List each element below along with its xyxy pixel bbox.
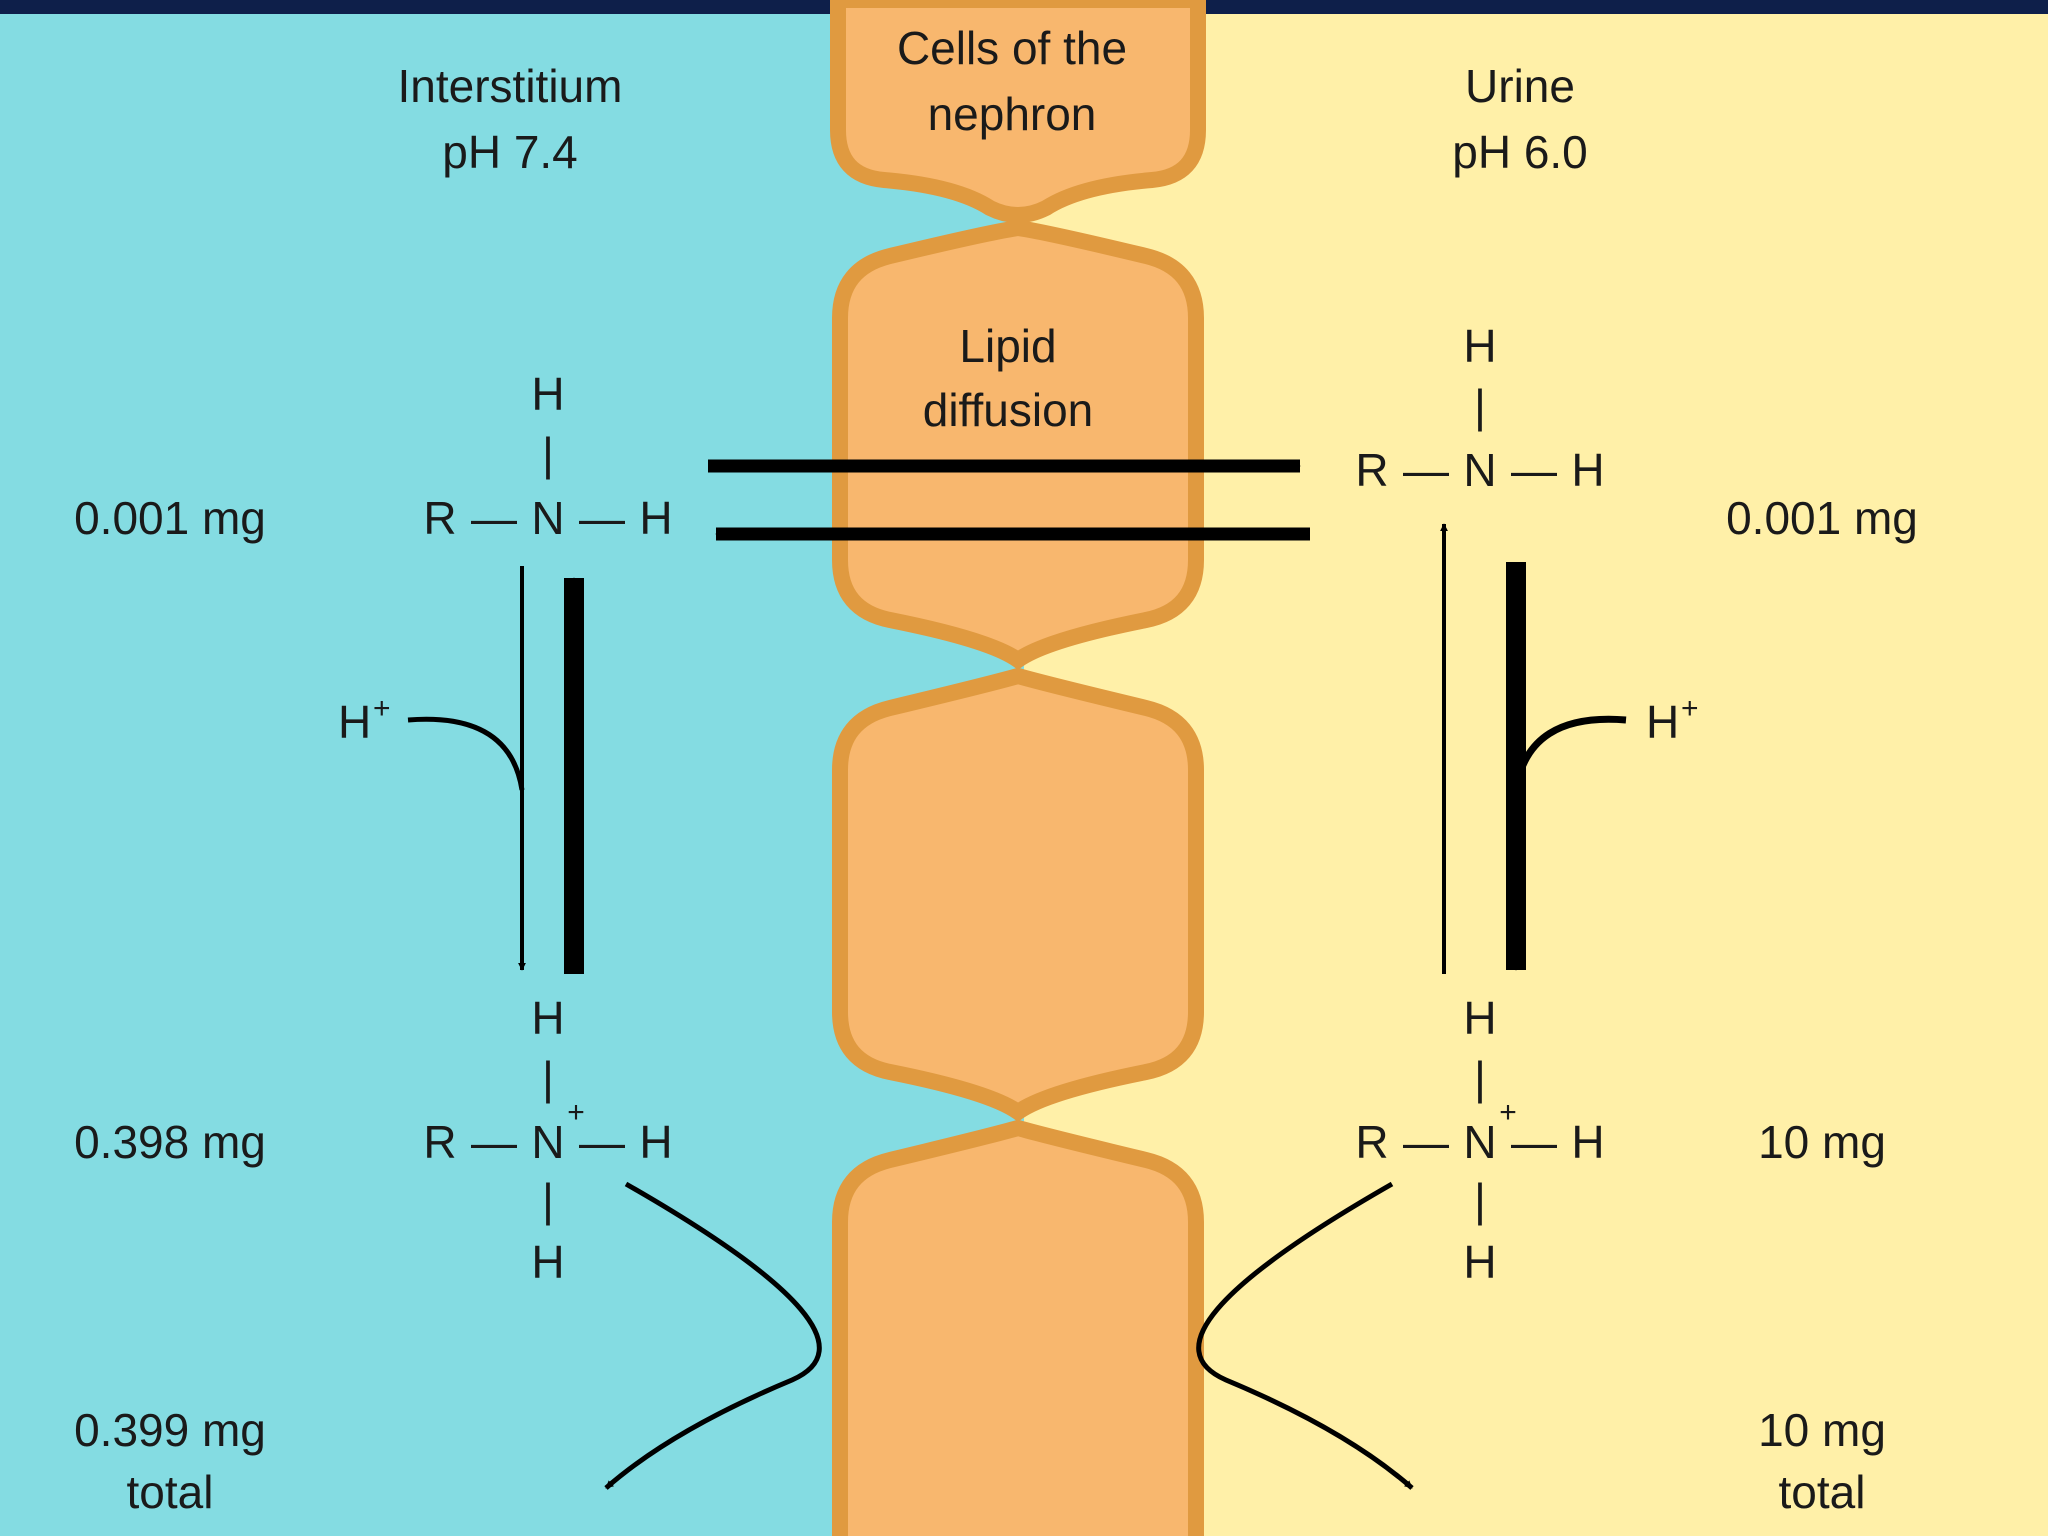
urine-free-base-molecule: H | R — N — H: [1355, 320, 1604, 496]
bond-vertical: |: [1474, 380, 1486, 432]
atom-h-top: H: [1463, 992, 1496, 1044]
cells-header: Cells of the: [897, 22, 1127, 74]
atom-h-top: H: [1463, 320, 1496, 372]
urine-total-arrow: [1196, 1181, 1414, 1490]
bond-right: —: [1511, 1116, 1557, 1168]
proton-charge: +: [1681, 692, 1699, 725]
lipid-diffusion-arrows: [708, 459, 1310, 541]
lipid-diffusion-label-2: diffusion: [923, 384, 1094, 436]
urine-equilibrium-arrows: [1440, 523, 1627, 974]
urine-ph: pH 6.0: [1452, 126, 1588, 178]
interstitium-total-label: total: [127, 1466, 214, 1518]
interstitium-ionized-molecule: H | R — N + — H | H: [423, 992, 672, 1288]
atom-r: R: [1355, 1116, 1388, 1168]
bond-left: —: [471, 1116, 517, 1168]
atom-n: N: [531, 1116, 564, 1168]
atom-r: R: [1355, 444, 1388, 496]
proton-charge: +: [373, 692, 391, 725]
interstitium-free-base-amount: 0.001 mg: [74, 492, 266, 544]
atom-h-right: H: [1571, 1116, 1604, 1168]
nephron-cell-4: [832, 1119, 1204, 1536]
charge-plus: +: [567, 1096, 585, 1129]
interstitium-free-base-molecule: H | R — N — H: [423, 368, 672, 544]
atom-r: R: [423, 1116, 456, 1168]
urine-free-base-amount: 0.001 mg: [1726, 492, 1918, 544]
atom-n: N: [1463, 1116, 1496, 1168]
urine-ionized-amount: 10 mg: [1758, 1116, 1886, 1168]
bond-vertical: |: [542, 428, 554, 480]
bond-vertical: |: [1474, 1052, 1486, 1104]
atom-h-bottom: H: [1463, 1236, 1496, 1288]
lipid-diffusion-label: Lipid: [959, 320, 1056, 372]
cells-header-2: nephron: [928, 88, 1097, 140]
atom-n: N: [1463, 444, 1496, 496]
charge-plus: +: [1499, 1096, 1517, 1129]
atom-r: R: [423, 492, 456, 544]
atom-n: N: [531, 492, 564, 544]
bond-right: —: [1511, 444, 1557, 496]
nephron-cells: [830, 0, 1206, 1536]
interstitium-proton-label: H +: [338, 692, 391, 748]
atom-h-top: H: [531, 992, 564, 1044]
proton-h: H: [1646, 696, 1679, 748]
urine-ionized-molecule: H | R — N + — H | H: [1355, 992, 1604, 1288]
interstitium-ionized-amount: 0.398 mg: [74, 1116, 266, 1168]
bond-left: —: [471, 492, 517, 544]
bond-right: —: [579, 492, 625, 544]
proton-h: H: [338, 696, 371, 748]
atom-h-bottom: H: [531, 1236, 564, 1288]
nephron-cell-3: [832, 667, 1204, 1122]
bond-left: —: [1403, 444, 1449, 496]
bond-right: —: [579, 1116, 625, 1168]
urine-total-label: total: [1779, 1466, 1866, 1518]
interstitium-header: Interstitium: [398, 60, 623, 112]
nephron-cell-2: [832, 219, 1204, 670]
atom-h-right: H: [639, 492, 672, 544]
nephron-cell-1: [830, 0, 1206, 223]
urine-proton-label: H +: [1646, 692, 1699, 748]
atom-h-right: H: [1571, 444, 1604, 496]
interstitium-total-arrow: [604, 1181, 822, 1490]
urine-header: Urine: [1465, 60, 1575, 112]
urine-proton-curve: [1512, 715, 1627, 791]
bond-vertical: |: [542, 1052, 554, 1104]
interstitium-ph: pH 7.4: [442, 126, 578, 178]
bond-vertical-lower: |: [1474, 1174, 1486, 1226]
interstitium-proton-curve: [407, 716, 525, 791]
interstitium-total-amount: 0.399 mg: [74, 1404, 266, 1456]
bond-vertical-lower: |: [542, 1174, 554, 1226]
atom-h-right: H: [639, 1116, 672, 1168]
urine-total-amount: 10 mg: [1758, 1404, 1886, 1456]
interstitium-equilibrium-arrows: [407, 566, 584, 974]
bond-left: —: [1403, 1116, 1449, 1168]
atom-h-top: H: [531, 368, 564, 420]
